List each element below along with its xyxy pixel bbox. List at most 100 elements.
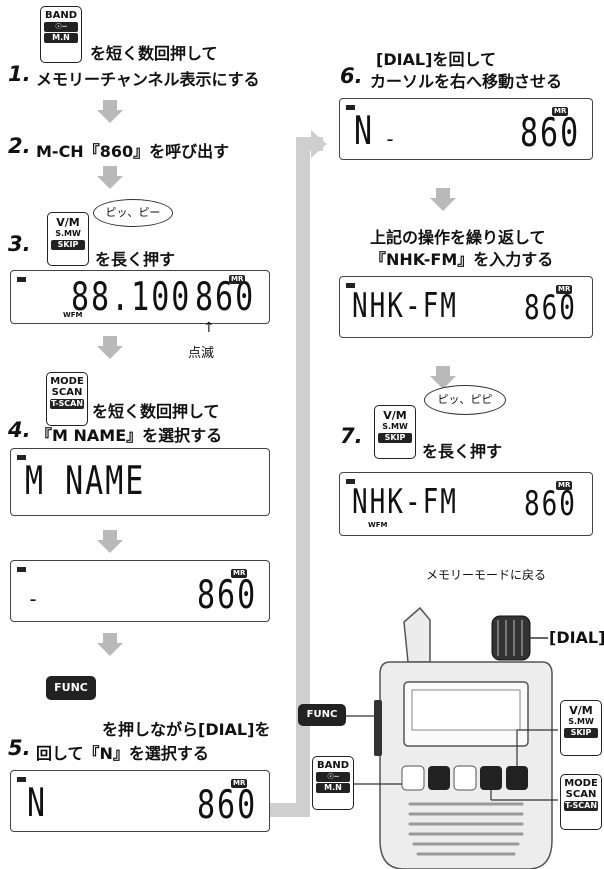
arrow-down-icon (97, 530, 123, 553)
vm-key-tag: SKIP (51, 240, 85, 250)
lcd-display-n: N 860 MR (10, 770, 270, 832)
battery-icon (346, 479, 355, 484)
beep-text: ピッ、ピピ (437, 393, 493, 406)
mr-badge: MR (231, 569, 248, 578)
step1-text: メモリーチャンネル表示にする (36, 70, 260, 89)
band-key-label: BAND (316, 760, 350, 771)
lcd-mname: M NAME (25, 459, 146, 505)
lcd-display-nhk: NHK-FM 860 MR WFM (339, 472, 593, 536)
lcd-display-nhk-partial: NHK-FM 860 MR (339, 276, 593, 338)
arrow-down-icon (97, 100, 123, 123)
vm-key[interactable]: V/M S.MW SKIP (560, 700, 602, 756)
mr-badge: MR (231, 779, 248, 788)
band-key-label: BAND (44, 10, 78, 21)
mr-badge: MR (552, 107, 569, 116)
vm-key-tag: SKIP (564, 728, 598, 738)
beep-bubble: ピッ、ピー (93, 199, 173, 227)
vm-key-label: V/M (56, 216, 80, 229)
vm-key-sub: S.MW (382, 422, 408, 431)
step7-number: 7. (340, 424, 363, 448)
step6-text: カーソルを右へ移動させる (370, 72, 563, 91)
mode-key-tag: T-SCAN (50, 399, 84, 409)
lcd-char-n: N (27, 781, 48, 827)
battery-icon (346, 283, 355, 288)
step5-number: 5. (8, 736, 31, 760)
battery-icon (17, 567, 26, 572)
mr-badge: MR (229, 275, 246, 284)
band-key[interactable]: BAND ☉─ M.N (312, 756, 354, 810)
lcd-display-n-cursor: N - 860 MR (339, 98, 593, 160)
lcd-channel: 860 (197, 783, 258, 829)
arrow-down-icon (430, 188, 456, 211)
step5-text: 回して『N』を選択する (36, 744, 209, 763)
lcd-channel: 860 (524, 289, 577, 328)
vm-key-tag: SKIP (378, 433, 412, 443)
lcd-display-cursor: - 860 MR (10, 560, 270, 622)
arrow-down-icon (97, 633, 123, 656)
battery-icon (17, 277, 26, 282)
dial-label: [DIAL] (549, 628, 604, 647)
band-key-tag: M.N (316, 783, 350, 793)
func-key[interactable]: FUNC (46, 676, 96, 700)
func-key-label: FUNC (54, 681, 88, 694)
key-icon: ☉─ (316, 772, 350, 782)
beep-text: ピッ、ピー (105, 206, 161, 219)
vm-key[interactable]: V/M S.MW SKIP (374, 405, 416, 459)
lcd-frequency: 88.100 (71, 275, 192, 321)
wfm-label: WFM (368, 521, 388, 529)
step1-number: 1. (8, 62, 31, 86)
lcd-display-freq: 88.100 860 MR WFM (10, 270, 270, 324)
lcd-display-mname: M NAME (10, 448, 270, 516)
key-icon: ☉─ (44, 22, 78, 32)
mode-key[interactable]: MODE SCAN T-SCAN (560, 774, 602, 830)
connector-arrow-icon (270, 130, 327, 817)
blink-pointer-icon: ↑ (203, 320, 215, 336)
lcd-name: NHK-FM (352, 483, 458, 522)
mode-key-sub: SCAN (51, 387, 83, 398)
lcd-channel: 860 (197, 573, 258, 619)
vm-key-sub: S.MW (568, 717, 594, 726)
mode-key-sub: SCAN (565, 789, 597, 800)
step4-text: 『M NAME』を選択する (36, 426, 223, 445)
vm-key-sub: S.MW (55, 229, 81, 238)
mode-key-label: MODE (50, 376, 84, 387)
battery-icon (346, 105, 355, 110)
mode-key-tag: T-SCAN (564, 801, 598, 811)
radio-illustration (344, 606, 558, 869)
lcd-cursor: - (384, 127, 399, 151)
repeat-line1: 上記の操作を繰り返して (370, 228, 546, 247)
mode-key-label: MODE (564, 778, 598, 789)
band-key[interactable]: BAND ☉─ M.N (40, 6, 82, 63)
battery-icon (17, 777, 26, 782)
step2-text: M-CH『860』を呼び出す (36, 142, 230, 161)
battery-icon (17, 455, 26, 460)
step2-number: 2. (8, 134, 31, 158)
lcd-channel: 860 (520, 111, 581, 157)
beep-bubble: ピッ、ピピ (424, 385, 506, 415)
step5-pre: を押しながら[DIAL]を (102, 720, 271, 739)
step4-number: 4. (8, 418, 31, 442)
step3-number: 3. (8, 232, 31, 256)
step4-pre: を短く数回押して (92, 402, 220, 421)
vm-key[interactable]: V/M S.MW SKIP (47, 212, 89, 266)
arrow-down-icon (97, 336, 123, 359)
vm-key-label: V/M (383, 409, 407, 422)
mode-key[interactable]: MODE SCAN T-SCAN (46, 372, 88, 426)
step3-text: を長く押す (95, 250, 176, 269)
wfm-label: WFM (63, 311, 83, 319)
lcd-name-partial: NHK-FM (352, 287, 458, 326)
lcd-channel: 860 (524, 485, 577, 524)
func-key[interactable]: FUNC (298, 704, 346, 726)
step6-number: 6. (340, 64, 363, 88)
band-key-tag: M.N (44, 33, 78, 43)
func-key-label: FUNC (306, 709, 338, 720)
mr-badge: MR (556, 481, 573, 490)
arrow-down-icon (97, 166, 123, 189)
mr-badge: MR (556, 285, 573, 294)
repeat-line2: 『NHK-FM』を入力する (370, 250, 554, 269)
step1-pre: を短く数回押して (90, 44, 218, 63)
step7-text: を長く押す (422, 442, 503, 461)
blink-label: 点滅 (188, 346, 215, 361)
step6-pre: [DIAL]を回して (376, 50, 496, 69)
lcd-char-n: N (354, 109, 375, 155)
